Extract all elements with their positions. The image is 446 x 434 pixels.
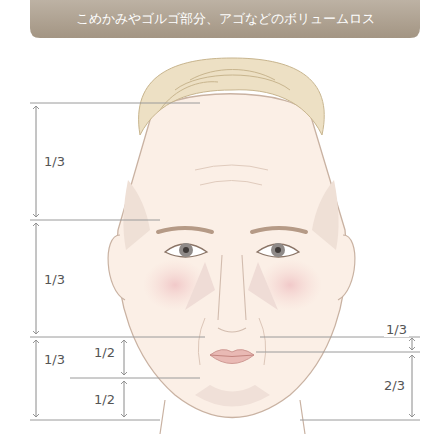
ratio-label: 1/3 <box>42 272 67 287</box>
ratio-label: 1/2 <box>92 392 117 407</box>
ratio-label: 1/2 <box>92 345 117 360</box>
ratio-label: 1/3 <box>42 352 67 367</box>
ratio-label: 1/3 <box>42 154 67 169</box>
ratio-label: 1/3 <box>384 322 409 337</box>
banner-title: こめかみやゴルゴ部分、アゴなどのボリュームロス <box>30 0 420 38</box>
ratio-label: 2/3 <box>382 378 407 393</box>
